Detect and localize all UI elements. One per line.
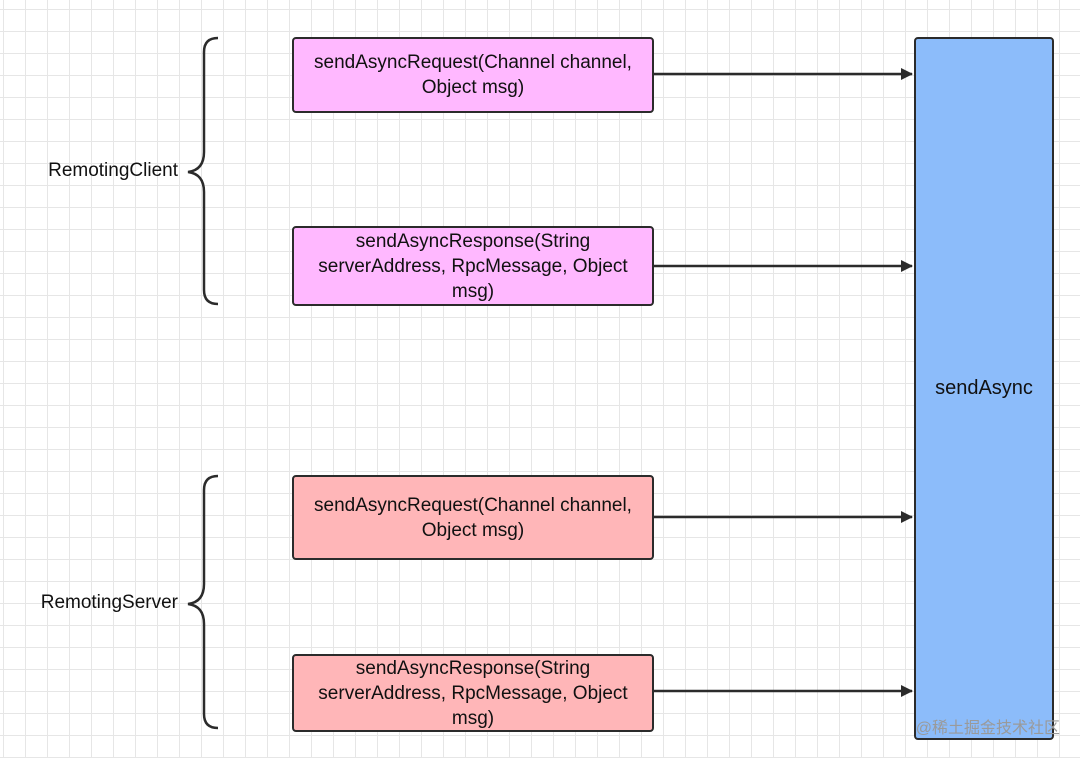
send-async-box: sendAsync xyxy=(914,37,1054,740)
group-label-remoting-server: RemotingServer xyxy=(40,592,178,613)
brace-remoting-client xyxy=(187,36,219,306)
client-send-async-request-box: sendAsyncRequest(Channel channel, Object… xyxy=(292,37,654,113)
client-send-async-response-label: sendAsyncResponse(String serverAddress, … xyxy=(318,230,628,302)
client-send-async-response-box: sendAsyncResponse(String serverAddress, … xyxy=(292,226,654,306)
server-send-async-request-label: sendAsyncRequest(Channel channel, Object… xyxy=(314,494,632,541)
server-send-async-response-box: sendAsyncResponse(String serverAddress, … xyxy=(292,654,654,732)
server-send-async-request-box: sendAsyncRequest(Channel channel, Object… xyxy=(292,475,654,560)
server-send-async-response-label: sendAsyncResponse(String serverAddress, … xyxy=(318,657,628,729)
brace-remoting-server xyxy=(187,474,219,730)
send-async-label: sendAsync xyxy=(935,377,1033,399)
group-label-remoting-client: RemotingClient xyxy=(48,160,178,181)
watermark: @稀土掘金技术社区 xyxy=(915,720,1060,737)
client-send-async-request-label: sendAsyncRequest(Channel channel, Object… xyxy=(314,52,632,98)
